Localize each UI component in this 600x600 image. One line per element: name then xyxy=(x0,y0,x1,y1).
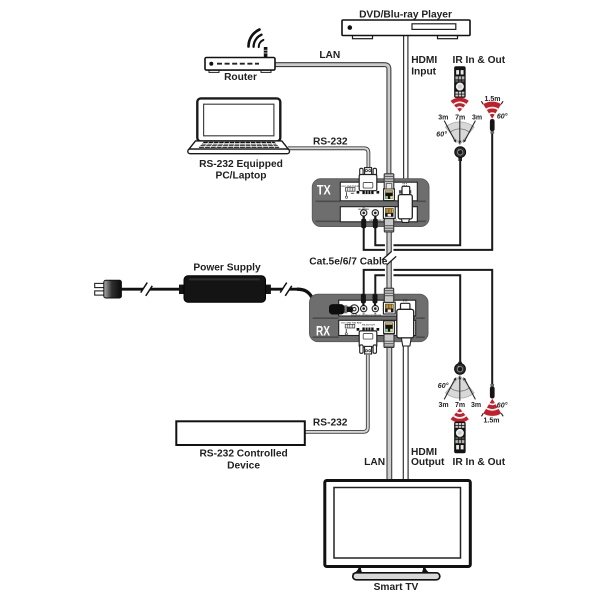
svg-text:DC-IN: DC-IN xyxy=(351,314,357,316)
svg-text:Input: Input xyxy=(411,67,436,78)
svg-text:BLASTER: BLASTER xyxy=(359,314,370,317)
svg-text:3m: 3m xyxy=(472,114,482,121)
svg-text:RS-232: RS-232 xyxy=(313,137,348,148)
svg-text:Router: Router xyxy=(224,72,257,83)
svg-text:3m: 3m xyxy=(438,114,448,121)
svg-text:HDMI: HDMI xyxy=(411,55,437,66)
svg-text:IR In & Out: IR In & Out xyxy=(453,457,506,468)
svg-text:IR: IR xyxy=(363,207,366,209)
svg-text:Power Supply: Power Supply xyxy=(193,262,261,273)
svg-text:PC/Laptop: PC/Laptop xyxy=(216,170,267,181)
svg-text:Output: Output xyxy=(411,457,445,468)
svg-text:60°: 60° xyxy=(497,402,508,410)
svg-text:EXTENDER: EXTENDER xyxy=(369,315,381,317)
svg-text:LAN: LAN xyxy=(364,457,385,468)
svg-text:60°: 60° xyxy=(438,382,449,390)
svg-text:LAN: LAN xyxy=(319,50,340,61)
svg-text:RS-232: RS-232 xyxy=(313,417,348,428)
svg-text:IR: IR xyxy=(363,313,366,315)
svg-text:IR: IR xyxy=(374,313,377,315)
svg-text:60°: 60° xyxy=(497,112,508,120)
svg-text:HDMI: HDMI xyxy=(411,447,437,458)
svg-text:1.5m: 1.5m xyxy=(484,417,500,424)
svg-text:60°: 60° xyxy=(436,130,447,138)
svg-text:7m: 7m xyxy=(455,114,465,121)
svg-text:RS-232 Equipped: RS-232 Equipped xyxy=(199,159,283,170)
svg-text:TX: TX xyxy=(317,183,332,198)
svg-text:VCC GND TXD RXD: VCC GND TXD RXD xyxy=(341,322,362,324)
svg-text:RS-232 Controlled: RS-232 Controlled xyxy=(199,448,287,459)
svg-text:VCC GND TXD RXD: VCC GND TXD RXD xyxy=(341,186,362,188)
svg-text:RX: RX xyxy=(316,324,331,339)
svg-text:3m: 3m xyxy=(471,402,481,409)
svg-text:DVD/Blu-ray Player: DVD/Blu-ray Player xyxy=(359,10,452,21)
svg-text:Cat.5e/6/7 Cable: Cat.5e/6/7 Cable xyxy=(309,257,387,268)
svg-text:Device: Device xyxy=(227,461,260,472)
svg-text:RS-232 OUT: RS-232 OUT xyxy=(362,325,375,327)
svg-text:3m: 3m xyxy=(438,402,448,409)
svg-text:IR In & Out: IR In & Out xyxy=(453,55,506,66)
svg-text:1.5m: 1.5m xyxy=(485,96,501,103)
svg-text:7m: 7m xyxy=(455,402,465,409)
svg-text:Smart TV: Smart TV xyxy=(374,582,419,593)
